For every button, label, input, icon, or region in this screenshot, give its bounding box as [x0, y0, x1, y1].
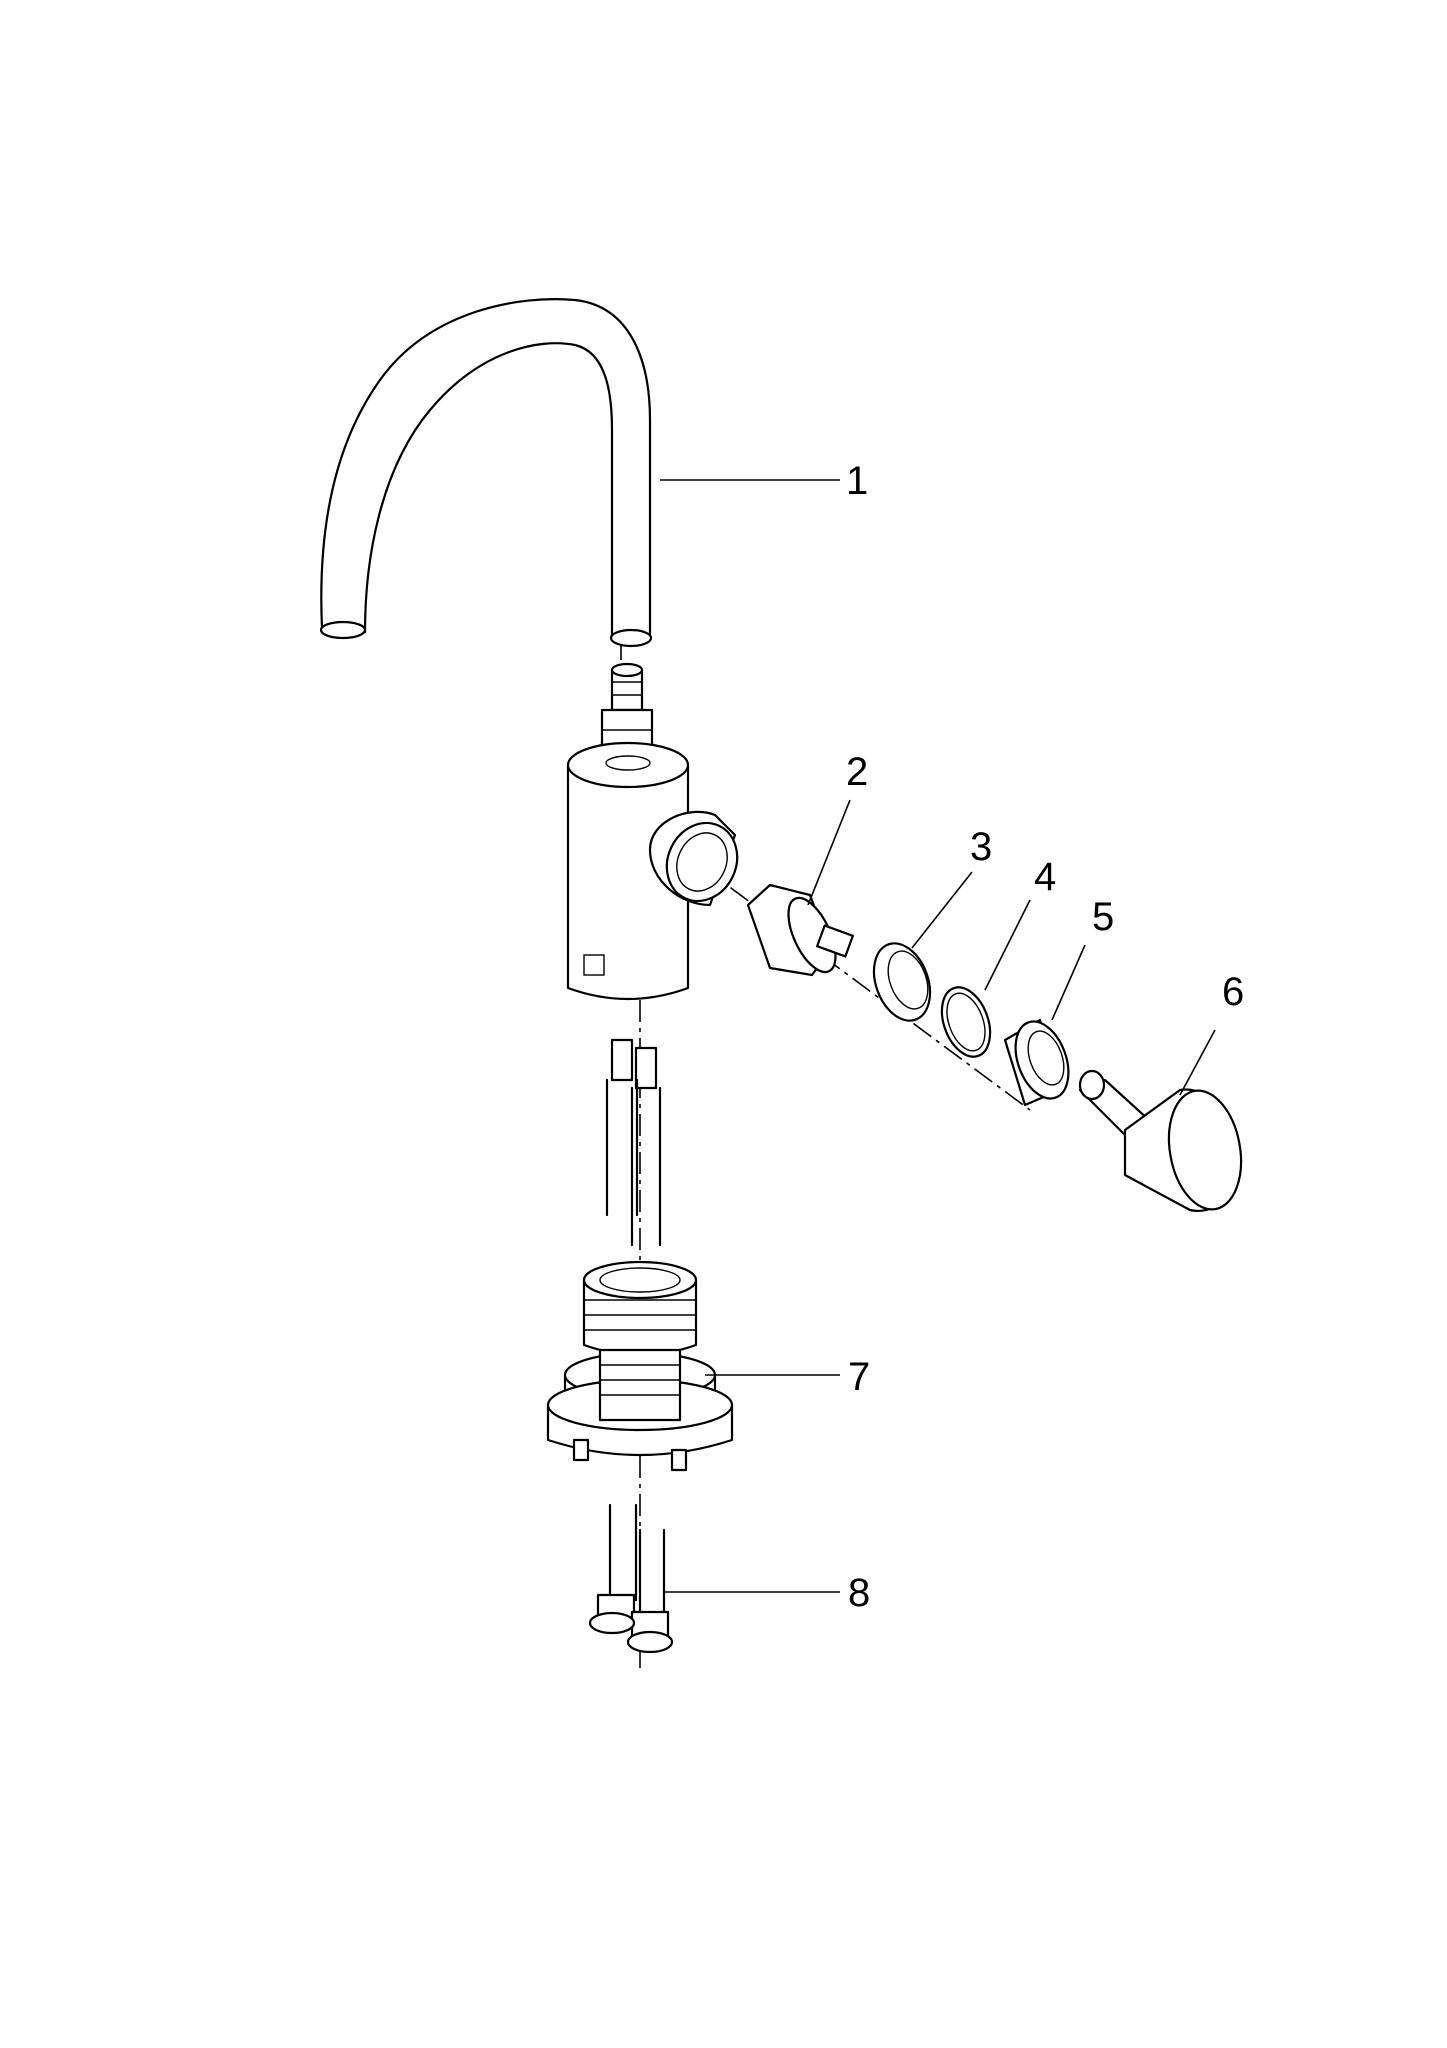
- o-ring: [940, 986, 992, 1058]
- leader-lines: [660, 479, 1216, 1593]
- callout-labels: 1 2 3 4 5 6 7 8: [846, 459, 1244, 1615]
- supply-hoses-lower: [588, 1503, 674, 1654]
- cover-sleeve: [1003, 1018, 1070, 1107]
- callout-4: 4: [1034, 855, 1056, 899]
- callout-5: 5: [1092, 895, 1114, 939]
- mounting-set: [546, 1260, 734, 1472]
- callout-3: 3: [970, 825, 992, 869]
- mixer-body: [566, 662, 739, 1001]
- lever-handle: [1078, 1069, 1243, 1212]
- cartridge: [746, 883, 854, 977]
- supply-hoses-upper: [605, 1038, 662, 1247]
- threaded-ring: [872, 942, 932, 1022]
- callout-1: 1: [846, 459, 868, 503]
- spout: [319, 298, 653, 648]
- callout-8: 8: [848, 1571, 870, 1615]
- callout-7: 7: [848, 1355, 870, 1399]
- callout-6: 6: [1222, 970, 1244, 1014]
- callout-2: 2: [846, 750, 868, 794]
